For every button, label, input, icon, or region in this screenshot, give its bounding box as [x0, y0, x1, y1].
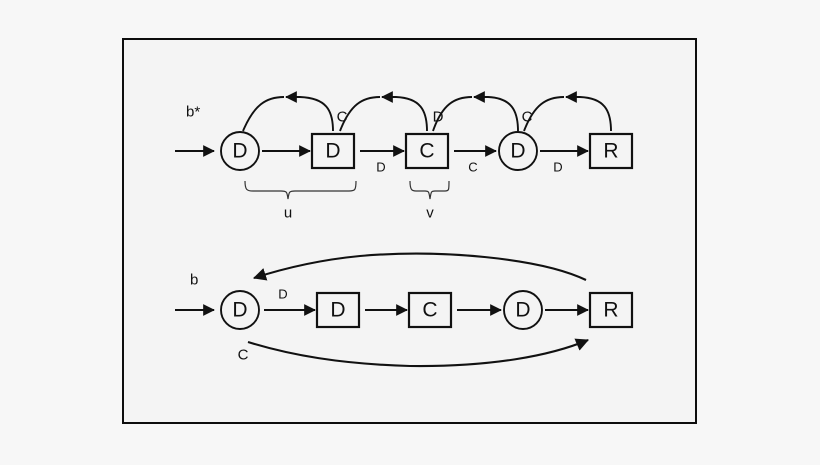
- node-bottom-0-circle[interactable]: [220, 290, 260, 330]
- node-top-1-label: D: [325, 139, 341, 163]
- back-edge-label-top-2-to-1: D: [432, 108, 444, 126]
- long-arc-return: [253, 252, 587, 281]
- brace-label-v: v: [426, 204, 434, 222]
- brace-v: [409, 180, 450, 200]
- node-top-0-circle[interactable]: [220, 131, 260, 171]
- bottom-row-group: [175, 252, 634, 368]
- back-edge-top-1-to-0: [285, 91, 334, 132]
- node-top-4-label: R: [603, 139, 619, 163]
- brace-u: [244, 180, 357, 200]
- node-bottom-4-box[interactable]: [588, 291, 634, 329]
- back-edge-top-4-to-3: [565, 91, 612, 132]
- node-bottom-4-label: R: [603, 298, 619, 322]
- edge-label-top-3-to-4: D: [553, 159, 563, 175]
- long-arc-skip: [247, 338, 589, 368]
- node-bottom-1-label: D: [330, 298, 346, 322]
- back-edge-top-3-to-2-tail: [432, 96, 473, 132]
- node-top-4-box[interactable]: [588, 132, 634, 170]
- node-top-2-box[interactable]: [404, 132, 450, 170]
- node-bottom-3-label: D: [515, 298, 531, 322]
- back-edge-top-3-to-2: [473, 91, 519, 132]
- sequence-label-top: b*: [186, 103, 201, 121]
- back-edge-label-top-3-to-2: C: [521, 108, 533, 126]
- node-top-1-box[interactable]: [310, 132, 356, 170]
- back-edge-top-2-to-1: [381, 91, 428, 132]
- node-top-3-label: D: [510, 139, 526, 163]
- node-top-2-label: C: [419, 139, 435, 163]
- edge-label-top-1-to-2: D: [376, 159, 386, 175]
- edge-label-bottom-0-to-1: D: [278, 286, 288, 302]
- node-top-0-label: D: [232, 139, 248, 163]
- brace-label-u: u: [283, 204, 293, 222]
- back-edge-top-2-to-1-tail: [339, 96, 381, 132]
- node-bottom-2-label: C: [422, 298, 438, 322]
- node-top-3-circle[interactable]: [498, 131, 538, 171]
- sequence-label-bottom: b: [190, 271, 199, 289]
- top-row-group: [175, 91, 634, 200]
- back-edge-label-top-1-to-0: C: [336, 108, 348, 126]
- long-arc-skip-label: C: [237, 346, 249, 364]
- node-bottom-2-box[interactable]: [407, 291, 453, 329]
- back-edge-top-4-to-3-tail: [523, 96, 565, 132]
- back-edge-top-1-to-0-tail: [242, 96, 285, 132]
- node-bottom-0-label: D: [232, 298, 248, 322]
- node-bottom-3-circle[interactable]: [503, 290, 543, 330]
- edge-label-top-2-to-3: C: [468, 159, 478, 175]
- node-bottom-1-box[interactable]: [315, 291, 361, 329]
